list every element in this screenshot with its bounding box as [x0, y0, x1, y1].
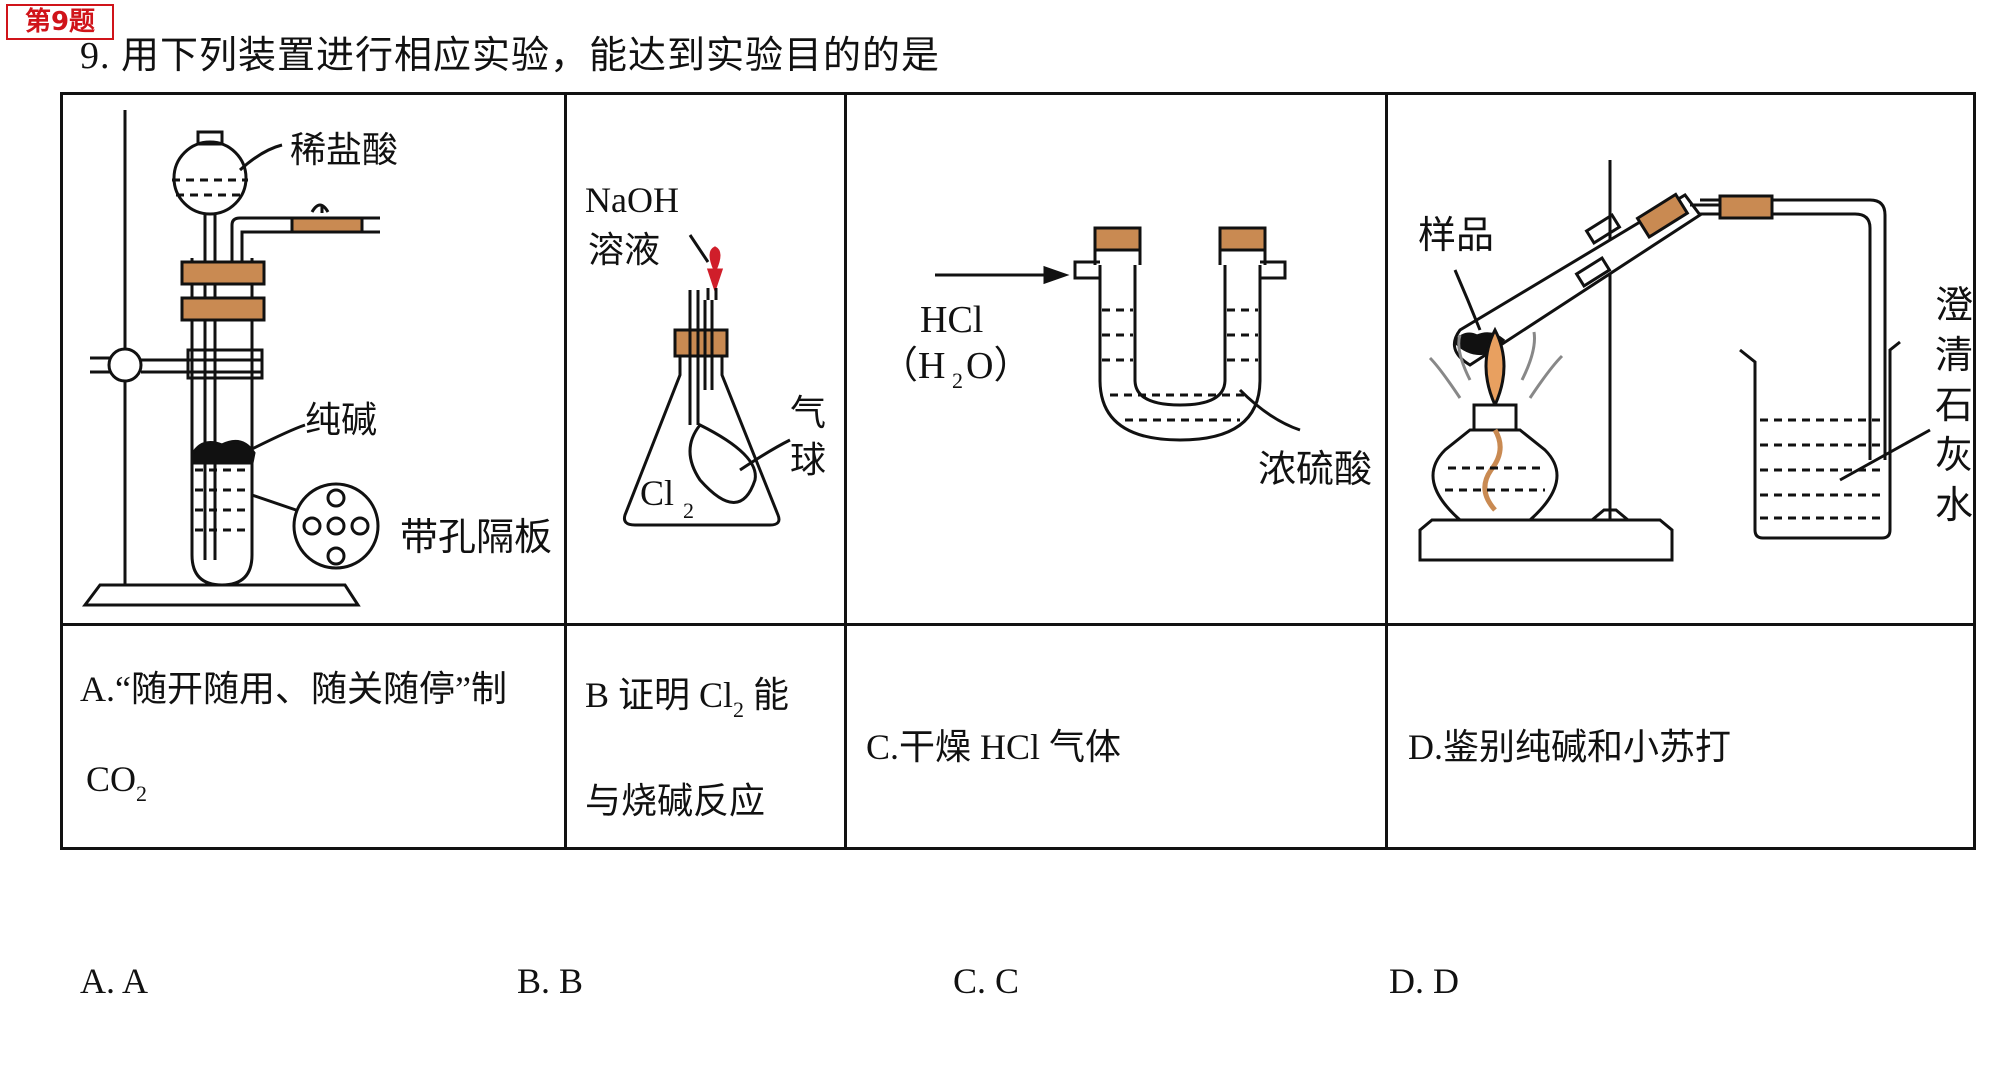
label-limewater-3: 石: [1935, 383, 1973, 427]
label-soda-ash: 纯碱: [305, 400, 377, 441]
option-a[interactable]: A. A: [80, 961, 149, 1001]
label-water-sub: 2: [952, 368, 963, 393]
option-b[interactable]: B. B: [517, 961, 584, 1001]
label-balloon-1: 气: [790, 393, 826, 434]
apparatus-c: [935, 226, 1301, 442]
caption-b-sub: 2: [733, 697, 745, 722]
caption-b-post: 能: [744, 675, 790, 715]
label-chlorine-sub: 2: [683, 498, 694, 523]
apparatus-table: [60, 92, 1976, 850]
option-c[interactable]: C. C: [953, 961, 1020, 1001]
question-number-badge: 第9题: [6, 4, 114, 40]
option-d[interactable]: D. D: [1389, 961, 1459, 1001]
table-row-divider: [60, 623, 1976, 626]
label-limewater-5: 水: [1935, 483, 1973, 527]
label-conc-sulfuric: 浓硫酸: [1258, 447, 1372, 491]
label-limewater-2: 清: [1935, 333, 1973, 377]
caption-a-line2: CO2: [86, 758, 147, 807]
apparatus-a: [82, 110, 380, 607]
table-divider: [844, 92, 847, 850]
label-perforated-plate: 带孔隔板: [400, 515, 552, 559]
label-water-close: O）: [966, 345, 1031, 387]
label-hcl: HCl: [920, 299, 983, 341]
label-solution: 溶液: [588, 230, 660, 271]
question-stem: 9. 用下列装置进行相应实验，能达到实验目的的是: [80, 35, 941, 77]
label-water-open: （H: [880, 345, 945, 387]
caption-b-line1: B 证明 Cl2 能: [585, 666, 789, 723]
caption-a-co: CO: [86, 759, 137, 799]
label-chlorine: Cl: [640, 473, 674, 513]
label-limewater-1: 澄: [1935, 283, 1973, 327]
label-balloon-2: 球: [790, 440, 826, 481]
table-divider: [564, 92, 567, 850]
label-sample: 样品: [1418, 213, 1494, 257]
apparatus-b: [623, 234, 791, 527]
caption-c: C.干燥 HCl 气体: [866, 727, 1122, 767]
caption-b-line2: 与烧碱反应: [585, 781, 766, 821]
table-divider: [1385, 92, 1388, 850]
label-naoh: NaOH: [585, 180, 679, 220]
label-limewater-4: 灰: [1935, 433, 1973, 477]
label-dilute-hcl: 稀盐酸: [290, 130, 398, 171]
caption-a-line1: A.“随开随用、随关随停”制: [80, 669, 507, 709]
caption-d: D.鉴别纯碱和小苏打: [1408, 727, 1731, 767]
caption-a-sub: 2: [136, 781, 148, 806]
apparatus-d: [1418, 160, 1931, 562]
caption-b-pre: B 证明 Cl: [585, 675, 734, 715]
